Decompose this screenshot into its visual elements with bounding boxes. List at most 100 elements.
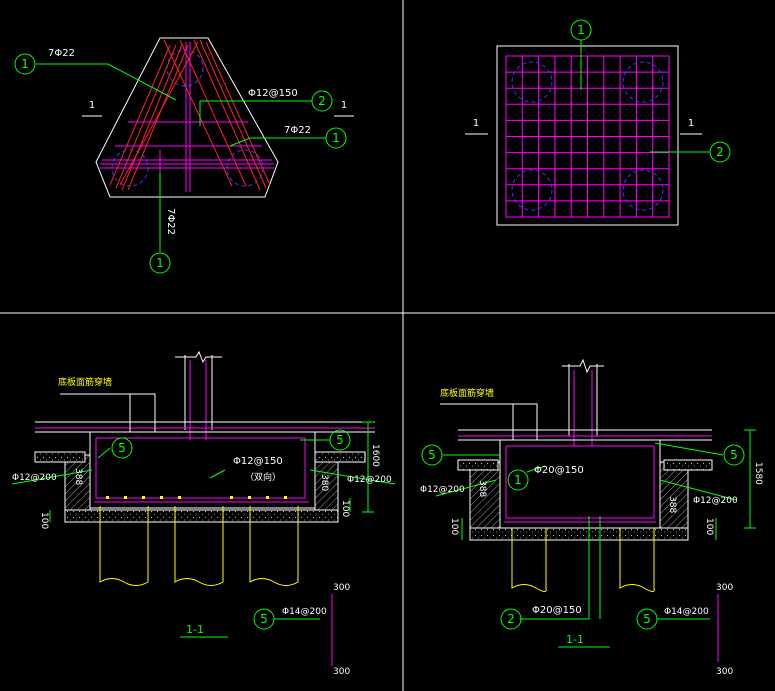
q3-dim-1600: 1600 xyxy=(370,444,380,467)
bubble-d xyxy=(149,252,171,274)
q4-note-leader xyxy=(440,403,538,440)
q4-leader-2 xyxy=(520,516,590,620)
q4-dim-100-right-text: 100 xyxy=(704,518,714,535)
q4-leader-5-right xyxy=(654,442,724,456)
section-mark-left: 1 xyxy=(89,100,95,111)
bubble-b xyxy=(311,90,333,112)
q4-bubble-5-left xyxy=(421,444,443,466)
q2-bubble-top xyxy=(570,19,592,41)
q4-label-left-bar: Φ12@200 xyxy=(420,485,465,495)
q4-bubble-5-right-text: 5 xyxy=(730,448,738,462)
q3-note-leader xyxy=(60,393,156,432)
q3-leader-mid xyxy=(209,469,226,479)
q4-dim-1580: 1580 xyxy=(753,462,763,485)
q4-section-square: 底板面筋穿墙 5 5 1 2 Φ20@150 Φ12@200 Φ12@200 Φ… xyxy=(420,358,763,677)
bubble-c xyxy=(325,127,347,149)
q3-dim-100-left-text: 100 xyxy=(39,512,49,529)
section-mark-right: 1 xyxy=(341,100,347,111)
leader-12-150 xyxy=(199,100,312,126)
pile-circle-tl xyxy=(511,61,553,103)
q4-section-title: 1-1 xyxy=(566,633,584,646)
bubble-a xyxy=(14,53,36,75)
q2-bubble-right-text: 2 xyxy=(716,145,724,159)
label-7d22-bottom: 7Φ22 xyxy=(165,208,176,235)
q2-section-right: 1 xyxy=(688,118,694,129)
q4-right-ground xyxy=(663,459,713,471)
q4-label-bottom-bar: Φ20@150 xyxy=(532,605,582,616)
q4-label-top-bar: Φ20@150 xyxy=(534,465,584,476)
q2-section-left: 1 xyxy=(473,118,479,129)
rebar-red-group xyxy=(109,39,271,191)
q3-leader-left-bar xyxy=(11,469,93,485)
q3-label-right-bar: Φ12@200 xyxy=(347,475,392,485)
q3-left-wall-hatch xyxy=(64,454,91,516)
q4-legend-bottom: 300 xyxy=(716,667,733,677)
bubble-a-text: 1 xyxy=(21,57,29,71)
label-12-150: Φ12@150 xyxy=(248,88,298,99)
q3-bubble-5-left-text: 5 xyxy=(118,441,126,455)
rebar-magenta-group xyxy=(100,42,274,192)
q3-leader-right-bar xyxy=(309,469,396,485)
q3-leader-5-left xyxy=(97,447,111,459)
q1-triangle-cap-plan: 1 1 7Φ22 Φ12@150 7Φ22 7Φ22 1 2 1 1 xyxy=(14,37,354,274)
q4-left-ground xyxy=(457,459,499,471)
q4-legend-bubble-text: 5 xyxy=(643,612,651,626)
q3-section-title: 1-1 xyxy=(186,623,204,636)
q4-bubble-2 xyxy=(500,608,522,630)
column-q3 xyxy=(175,350,222,430)
q4-bubble-1 xyxy=(507,469,529,491)
q3-blinding xyxy=(64,509,339,523)
q3-legend-label: Φ14@200 xyxy=(282,607,327,617)
q3-section-triangle: 底板面筋穿墙 5 5 Φ12@200 Φ12@200 Φ12@150 （双向） … xyxy=(11,350,396,677)
q4-leader-right-bar xyxy=(659,479,737,501)
q3-dim-388: 388 xyxy=(73,468,83,485)
q4-legend-top: 300 xyxy=(716,583,733,593)
triangle-cap-outline xyxy=(95,37,279,198)
q3-bubble-5-left xyxy=(111,437,133,459)
q3-label-mid-bar: Φ12@150 xyxy=(233,456,283,467)
q4-note: 底板面筋穿墙 xyxy=(440,387,494,399)
q3-legend-bubble-text: 5 xyxy=(260,612,268,626)
q4-dim-100-left-text: 100 xyxy=(449,518,459,535)
square-cap-outline xyxy=(496,45,679,226)
q4-bubble-5-right xyxy=(723,444,745,466)
q4-blinding xyxy=(469,527,689,541)
pile-circle-tr xyxy=(622,61,664,103)
q4-dim-388-right: 388 xyxy=(667,496,677,513)
q3-bubble-5-right-text: 5 xyxy=(336,433,344,447)
q3-left-ground xyxy=(34,451,86,463)
q2-square-cap-plan: 1 1 1 2 xyxy=(465,19,731,226)
q4-piles xyxy=(511,528,655,592)
q4-legend-label: Φ14@200 xyxy=(664,607,709,617)
q4-bubble-2-text: 2 xyxy=(507,612,515,626)
square-rebar-grid xyxy=(506,56,669,217)
q4-bubble-5-left-text: 5 xyxy=(428,448,436,462)
q4-bubble-1-text: 1 xyxy=(514,473,522,487)
q3-note: 底板面筋穿墙 xyxy=(58,376,112,388)
q3-legend-top: 300 xyxy=(333,583,350,593)
label-7d22-top: 7Φ22 xyxy=(48,48,75,59)
pile-circle-bl xyxy=(511,169,553,211)
q2-bubble-top-text: 1 xyxy=(577,23,585,37)
q3-right-ground xyxy=(314,451,366,463)
label-7d22-right: 7Φ22 xyxy=(284,125,311,136)
q3-piles xyxy=(99,506,299,586)
q4-left-wall-hatch xyxy=(469,461,501,531)
q4-label-right-bar: Φ12@200 xyxy=(693,496,738,506)
q4-cap-rebars xyxy=(458,435,712,523)
leader-7d22-right xyxy=(229,137,326,147)
q3-bubble-5-right xyxy=(329,429,351,451)
bubble-d-text: 1 xyxy=(156,256,164,270)
q3-dim-100-right-text: 100 xyxy=(340,500,350,517)
q3-legend-bottom: 300 xyxy=(333,667,350,677)
q3-bar-dots xyxy=(106,496,287,499)
bubble-c-text: 1 xyxy=(332,131,340,145)
leader-7d22-top xyxy=(36,63,177,101)
q3-dim-380: 380 xyxy=(319,474,329,491)
q4-dim-388-left: 388 xyxy=(477,480,487,497)
q2-bubble-right xyxy=(709,141,731,163)
q3-label-left-bar: Φ12@200 xyxy=(12,473,57,483)
bubble-b-text: 2 xyxy=(318,94,326,108)
